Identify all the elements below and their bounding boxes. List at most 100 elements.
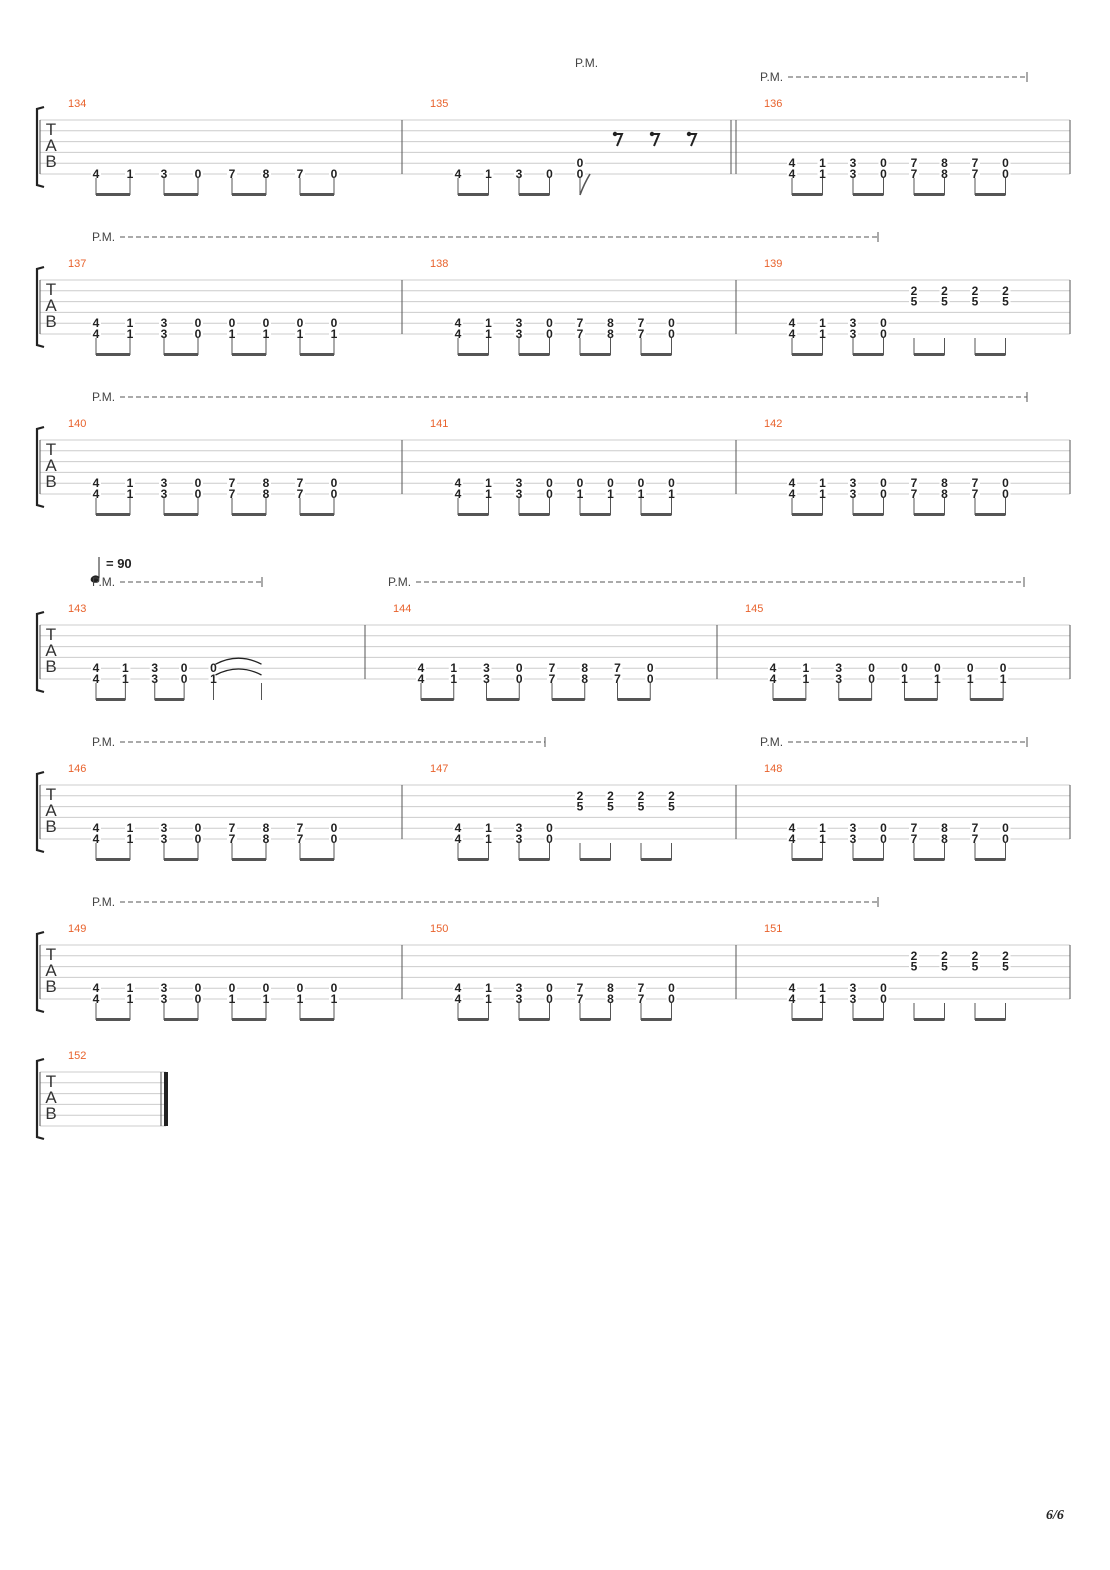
fret-mask xyxy=(91,833,101,844)
fret-number: 1 xyxy=(297,327,304,341)
fret-number: 4 xyxy=(789,316,796,330)
fret-mask xyxy=(193,982,203,994)
fret-number: 0 xyxy=(546,316,553,330)
fret-mask xyxy=(1000,168,1011,179)
fret-number: 7 xyxy=(549,661,556,675)
fret-number: 1 xyxy=(229,327,236,341)
fret-mask xyxy=(514,982,524,994)
fret-mask xyxy=(159,822,169,834)
fret-number: 0 xyxy=(638,476,645,490)
fret-mask xyxy=(227,993,237,1004)
tab-clef-letter: B xyxy=(45,1104,56,1123)
fret-mask xyxy=(295,833,305,844)
tab-clef-letter: B xyxy=(45,152,56,171)
tab-clef-letter: T xyxy=(46,785,56,804)
fret-number: 7 xyxy=(577,992,584,1006)
fret-number: 3 xyxy=(850,156,857,170)
beam xyxy=(232,1018,266,1021)
fret-number: 1 xyxy=(127,832,134,846)
beam xyxy=(519,353,550,356)
fret-number: 4 xyxy=(455,487,462,501)
fret-number: 2 xyxy=(1002,949,1009,963)
fret-number: 0 xyxy=(181,661,188,675)
fret-number: 7 xyxy=(297,832,304,846)
fret-mask xyxy=(483,993,494,1004)
fret-number: 4 xyxy=(789,476,796,490)
fret-number: 3 xyxy=(483,661,490,675)
fret-number: 1 xyxy=(819,821,826,835)
fret-number: 0 xyxy=(868,672,875,686)
fret-mask xyxy=(817,993,828,1004)
fret-mask xyxy=(636,789,646,801)
fret-mask xyxy=(261,982,271,994)
beam xyxy=(458,353,489,356)
tempo-note-head xyxy=(90,575,100,583)
fret-number: 1 xyxy=(127,981,134,995)
fret-number: 7 xyxy=(638,316,645,330)
fret-number: 4 xyxy=(418,672,425,686)
fret-number: 3 xyxy=(850,316,857,330)
fret-mask xyxy=(481,662,492,674)
fret-number: 7 xyxy=(911,476,918,490)
measure-number: 146 xyxy=(68,763,86,775)
tab-clef-letter: A xyxy=(45,641,57,660)
fret-number: 3 xyxy=(850,821,857,835)
fret-mask xyxy=(939,168,950,179)
fret-mask xyxy=(878,157,889,169)
fret-number: 4 xyxy=(455,316,462,330)
fret-mask xyxy=(817,833,828,844)
fret-number: 5 xyxy=(1002,960,1009,974)
fret-number: 0 xyxy=(229,316,236,330)
beam xyxy=(519,193,550,196)
fret-mask xyxy=(787,157,797,169)
fret-number: 1 xyxy=(263,992,270,1006)
fret-number: 5 xyxy=(577,800,584,814)
fret-mask xyxy=(612,673,623,684)
fret-number: 7 xyxy=(297,476,304,490)
fret-mask xyxy=(514,477,524,489)
measure-number: 139 xyxy=(764,258,782,270)
fret-mask xyxy=(91,488,101,499)
fret-number: 3 xyxy=(835,661,842,675)
fret-mask xyxy=(605,800,616,812)
fret-mask xyxy=(970,822,980,834)
beam xyxy=(96,858,130,861)
fret-number: 3 xyxy=(516,992,523,1006)
fret-number: 1 xyxy=(485,316,492,330)
fret-number: 0 xyxy=(880,327,887,341)
fret-mask xyxy=(817,328,828,339)
fret-mask xyxy=(295,822,305,834)
fret-number: 7 xyxy=(614,661,621,675)
fret-mask xyxy=(605,993,616,1004)
fret-number: 0 xyxy=(868,661,875,675)
fret-number: 3 xyxy=(161,487,168,501)
fret-mask xyxy=(899,673,910,684)
fret-mask xyxy=(575,317,585,329)
fret-number: 0 xyxy=(516,661,523,675)
fret-number: 4 xyxy=(93,832,100,846)
palm-mute-label: P.M. xyxy=(760,70,783,84)
fret-number: 7 xyxy=(911,832,918,846)
beam xyxy=(164,513,198,516)
measure-number: 143 xyxy=(68,603,86,615)
fret-number: 4 xyxy=(93,327,100,341)
fret-number: 7 xyxy=(911,821,918,835)
fret-mask xyxy=(909,157,919,169)
fret-mask xyxy=(483,488,494,499)
fret-number: 0 xyxy=(1002,487,1009,501)
fret-mask xyxy=(605,328,616,339)
fret-number: 7 xyxy=(229,487,236,501)
fret-number: 0 xyxy=(880,832,887,846)
measure-number: 138 xyxy=(430,258,448,270)
fret-mask xyxy=(295,993,305,1004)
measure-number: 150 xyxy=(430,923,448,935)
fret-mask xyxy=(965,673,976,684)
fret-number: 4 xyxy=(789,832,796,846)
fret-number: 1 xyxy=(668,487,675,501)
fret-mask xyxy=(1000,822,1011,834)
fret-mask xyxy=(193,317,203,329)
fret-number: 3 xyxy=(151,672,158,686)
fret-number: 8 xyxy=(941,167,948,181)
system-bracket xyxy=(35,425,45,509)
fret-mask xyxy=(970,157,980,169)
